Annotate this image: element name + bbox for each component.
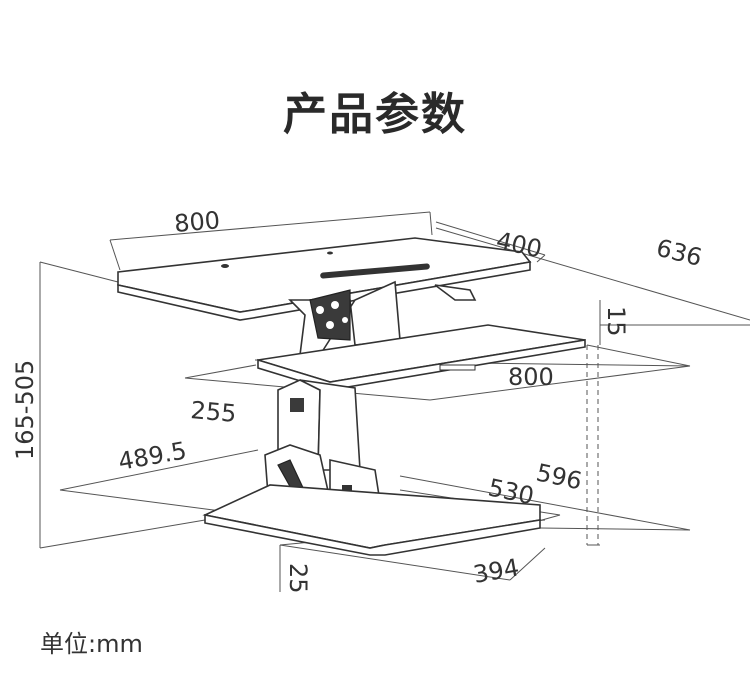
dim-base-thickness: 25 — [284, 563, 312, 594]
desk-converter — [117, 237, 586, 556]
dim-base-depth: 596 — [534, 458, 585, 495]
dim-keyboard-width: 800 — [508, 363, 554, 391]
dim-base-front: 394 — [471, 553, 521, 589]
dim-top-width: 800 — [173, 206, 221, 238]
dim-height-range: 165-505 — [11, 360, 39, 460]
dim-keyboard-depth: 255 — [189, 396, 237, 428]
dim-overall-depth: 636 — [654, 234, 705, 272]
page-title: 产品参数 — [283, 89, 467, 140]
dim-keyboard-thickness: 15 — [602, 306, 630, 337]
dim-base-width: 489.5 — [116, 436, 189, 476]
unit-label: 单位:mm — [40, 630, 143, 658]
